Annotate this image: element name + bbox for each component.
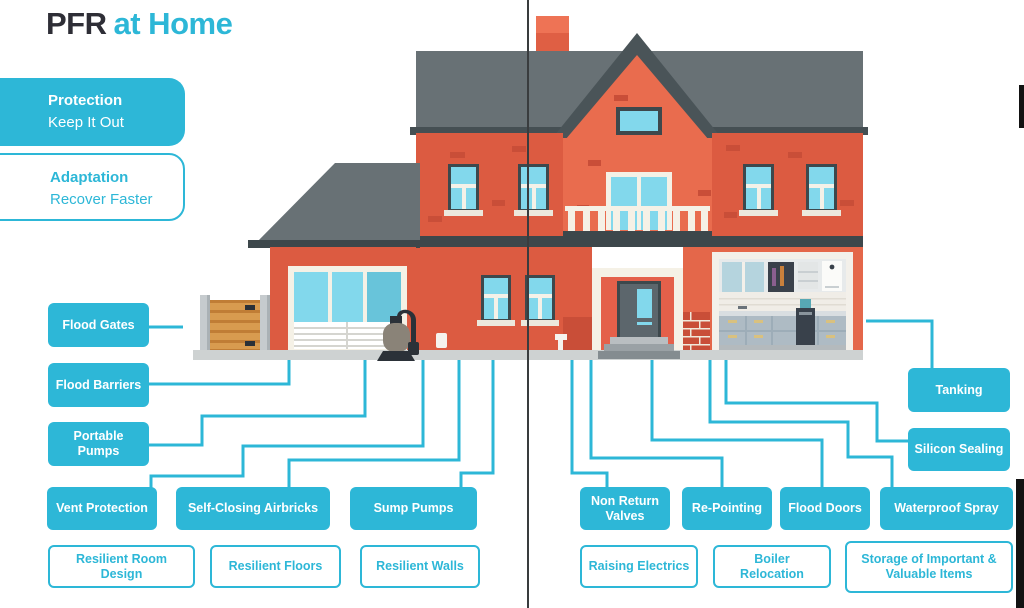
legend-protection-title: Protection — [48, 92, 123, 109]
door-steps — [598, 337, 680, 359]
chimney — [536, 16, 569, 55]
wall-door-shadow — [563, 317, 592, 352]
boiler — [822, 261, 842, 291]
line-self-closing-airbricks — [287, 360, 461, 489]
line-silicon-sealing — [724, 360, 908, 443]
label-waterproof-spray: Waterproof Spray — [880, 487, 1013, 530]
line-sump-pumps — [459, 360, 495, 489]
legend-adaptation-subtitle: Recover Faster — [50, 190, 153, 208]
drainpipe — [555, 334, 567, 358]
line-vent-protection — [149, 360, 425, 489]
portable-pump — [377, 309, 419, 361]
label-flood-barriers: Flood Barriers — [48, 363, 149, 407]
edge-mark-bottom — [1016, 479, 1024, 608]
label-portable-pumps: Portable Pumps — [48, 422, 149, 466]
label-flood-doors: Flood Doors — [780, 487, 870, 530]
attic-window — [616, 107, 662, 135]
balcony — [563, 206, 712, 240]
cooker — [796, 299, 815, 345]
line-non-return-valves — [570, 360, 609, 489]
edge-mark-top — [1019, 85, 1024, 128]
line-waterproof-spray — [708, 360, 894, 489]
floor-band — [416, 236, 863, 247]
kitchen-cutaway — [712, 252, 853, 350]
label-self-closing-airbricks: Self-Closing Airbricks — [176, 487, 330, 530]
airbrick-vent — [436, 333, 447, 348]
label-resilient-room-design: Resilient Room Design — [48, 545, 195, 588]
label-non-return-valves: Non Return Valves — [580, 487, 670, 530]
label-raising-electrics: Raising Electrics — [580, 545, 698, 588]
label-flood-gates: Flood Gates — [48, 303, 149, 347]
legend-protection-subtitle: Keep It Out — [48, 113, 124, 131]
brick-patch — [683, 312, 710, 352]
label-boiler-relocation: Boiler Relocation — [713, 545, 831, 588]
label-sump-pumps: Sump Pumps — [350, 487, 477, 530]
title-suffix: at Home — [113, 6, 233, 41]
connector-lines — [148, 319, 934, 489]
label-tanking: Tanking — [908, 368, 1010, 412]
legend-adaptation-title: Adaptation — [50, 169, 129, 186]
gable-roof — [546, 33, 728, 146]
crease-line — [527, 0, 529, 608]
line-portable-pumps — [148, 360, 367, 447]
label-storage-items: Storage of Important & Valuable Items — [845, 541, 1013, 593]
legend-adaptation: Adaptation Recover Faster — [0, 153, 185, 221]
line-re-pointing — [589, 360, 724, 489]
legend-protection: Protection Keep It Out — [0, 78, 185, 146]
ground-windows — [477, 275, 559, 326]
label-silicon-sealing: Silicon Sealing — [908, 428, 1010, 471]
label-vent-protection: Vent Protection — [47, 487, 157, 530]
line-tanking — [866, 319, 934, 370]
label-resilient-floors: Resilient Floors — [210, 545, 341, 588]
line-flood-doors — [650, 360, 824, 489]
flood-gate — [200, 295, 270, 357]
line-flood-barriers — [148, 360, 291, 386]
label-re-pointing: Re-Pointing — [682, 487, 772, 530]
upper-windows — [444, 164, 841, 216]
title-brand: PFR — [46, 6, 107, 41]
label-resilient-walls: Resilient Walls — [360, 545, 480, 588]
